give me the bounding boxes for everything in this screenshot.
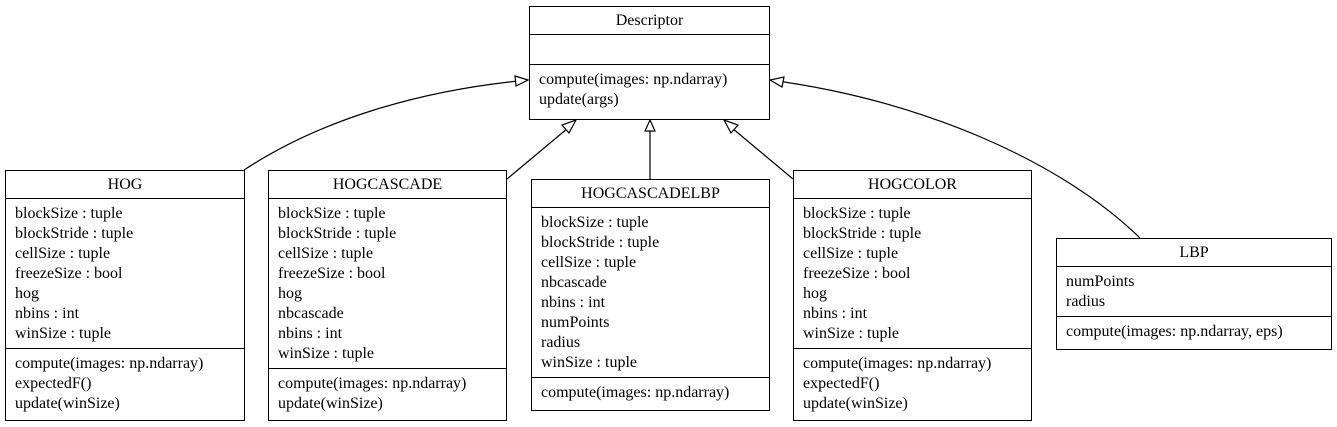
attribute: winSize : tuple (803, 325, 899, 342)
attribute: cellSize : tuple (15, 245, 111, 262)
attributes-section: blockSize : tuple blockStride : tuple ce… (269, 198, 506, 368)
method: expectedF() (803, 375, 880, 392)
attribute: freezeSize : bool (15, 265, 123, 282)
arrowhead-hogcascade (560, 118, 578, 135)
arrowhead-hogcolor (722, 118, 740, 135)
edge-hogcolor-to-descriptor (731, 127, 794, 180)
attributes-section: blockSize : tuple blockStride : tuple ce… (794, 198, 1031, 348)
attribute: freezeSize : bool (803, 265, 911, 282)
class-name: HOGCASCADE (332, 176, 443, 193)
attributes-section: numPoints radius (1057, 266, 1331, 316)
attribute: blockSize : tuple (278, 205, 386, 222)
method: compute(images: np.ndarray) (15, 355, 204, 372)
class-lbp: LBP numPoints radius compute(images: np.… (1056, 238, 1332, 350)
arrowhead-lbp (768, 76, 785, 88)
methods-section: compute(images: np.ndarray) update(winSi… (269, 368, 506, 418)
attribute: nbins : int (15, 305, 80, 322)
method: compute(images: np.ndarray) (539, 71, 728, 88)
attribute: freezeSize : bool (278, 265, 386, 282)
attribute: blockSize : tuple (15, 205, 123, 222)
method: update(winSize) (803, 395, 908, 412)
attribute: radius (541, 334, 581, 351)
attributes-section (530, 34, 769, 64)
attribute: blockStride : tuple (278, 225, 397, 242)
attribute: blockSize : tuple (541, 214, 649, 231)
attribute: cellSize : tuple (278, 245, 374, 262)
class-name: LBP (1179, 244, 1209, 261)
attribute: blockStride : tuple (15, 225, 134, 242)
arrowhead-hog (514, 75, 530, 87)
method: update(args) (539, 91, 619, 108)
attribute: hog (15, 285, 39, 302)
methods-section: compute(images: np.ndarray) expectedF() … (6, 348, 244, 418)
attribute: cellSize : tuple (803, 245, 899, 262)
attribute: nbins : int (803, 305, 868, 322)
edge-hog-to-descriptor (243, 79, 529, 171)
class-descriptor: Descriptor compute(images: np.ndarray) u… (529, 6, 770, 120)
edge-hogcascade-to-descriptor (506, 127, 569, 180)
class-hog: HOG blockSize : tuple blockStride : tupl… (5, 170, 245, 421)
attribute: nbins : int (278, 325, 343, 342)
method: update(winSize) (15, 395, 120, 412)
attribute: nbcascade (278, 305, 344, 322)
method: compute(images: np.ndarray) (803, 355, 992, 372)
attribute: hog (278, 285, 302, 302)
method: compute(images: np.ndarray) (278, 375, 467, 392)
class-name: Descriptor (615, 12, 684, 29)
method: compute(images: np.ndarray, eps) (1066, 323, 1283, 340)
methods-section: compute(images: np.ndarray) (532, 377, 769, 407)
attribute: winSize : tuple (15, 325, 111, 342)
class-name: HOGCASCADELBP (581, 185, 720, 202)
class-name: HOGCOLOR (868, 176, 957, 193)
class-name: HOG (107, 176, 143, 193)
attribute: radius (1066, 293, 1106, 310)
method: update(winSize) (278, 395, 383, 412)
attribute: numPoints (541, 314, 610, 331)
attribute: nbcascade (541, 274, 607, 291)
arrowhead-hogcascadelbp (644, 118, 656, 132)
method: expectedF() (15, 375, 92, 392)
class-hogcascadelbp: HOGCASCADELBP blockSize : tuple blockStr… (531, 179, 770, 411)
attribute: blockStride : tuple (541, 234, 660, 251)
attributes-section: blockSize : tuple blockStride : tuple ce… (532, 207, 769, 377)
class-hogcolor: HOGCOLOR blockSize : tuple blockStride :… (793, 170, 1032, 421)
attribute: cellSize : tuple (541, 254, 637, 271)
attribute: nbins : int (541, 294, 606, 311)
attribute: numPoints (1066, 273, 1135, 290)
edge-lbp-to-descriptor (769, 79, 1141, 239)
class-hogcascade: HOGCASCADE blockSize : tuple blockStride… (268, 170, 507, 421)
methods-section: compute(images: np.ndarray) expectedF() … (794, 348, 1031, 418)
method: compute(images: np.ndarray) (541, 384, 730, 401)
methods-section: compute(images: np.ndarray, eps) (1057, 316, 1331, 346)
attribute: blockSize : tuple (803, 205, 911, 222)
attribute: hog (803, 285, 827, 302)
methods-section: compute(images: np.ndarray) update(args) (530, 64, 769, 114)
attribute: winSize : tuple (278, 345, 374, 362)
attribute: blockStride : tuple (803, 225, 922, 242)
attributes-section: blockSize : tuple blockStride : tuple ce… (6, 198, 244, 348)
attribute: winSize : tuple (541, 354, 637, 371)
